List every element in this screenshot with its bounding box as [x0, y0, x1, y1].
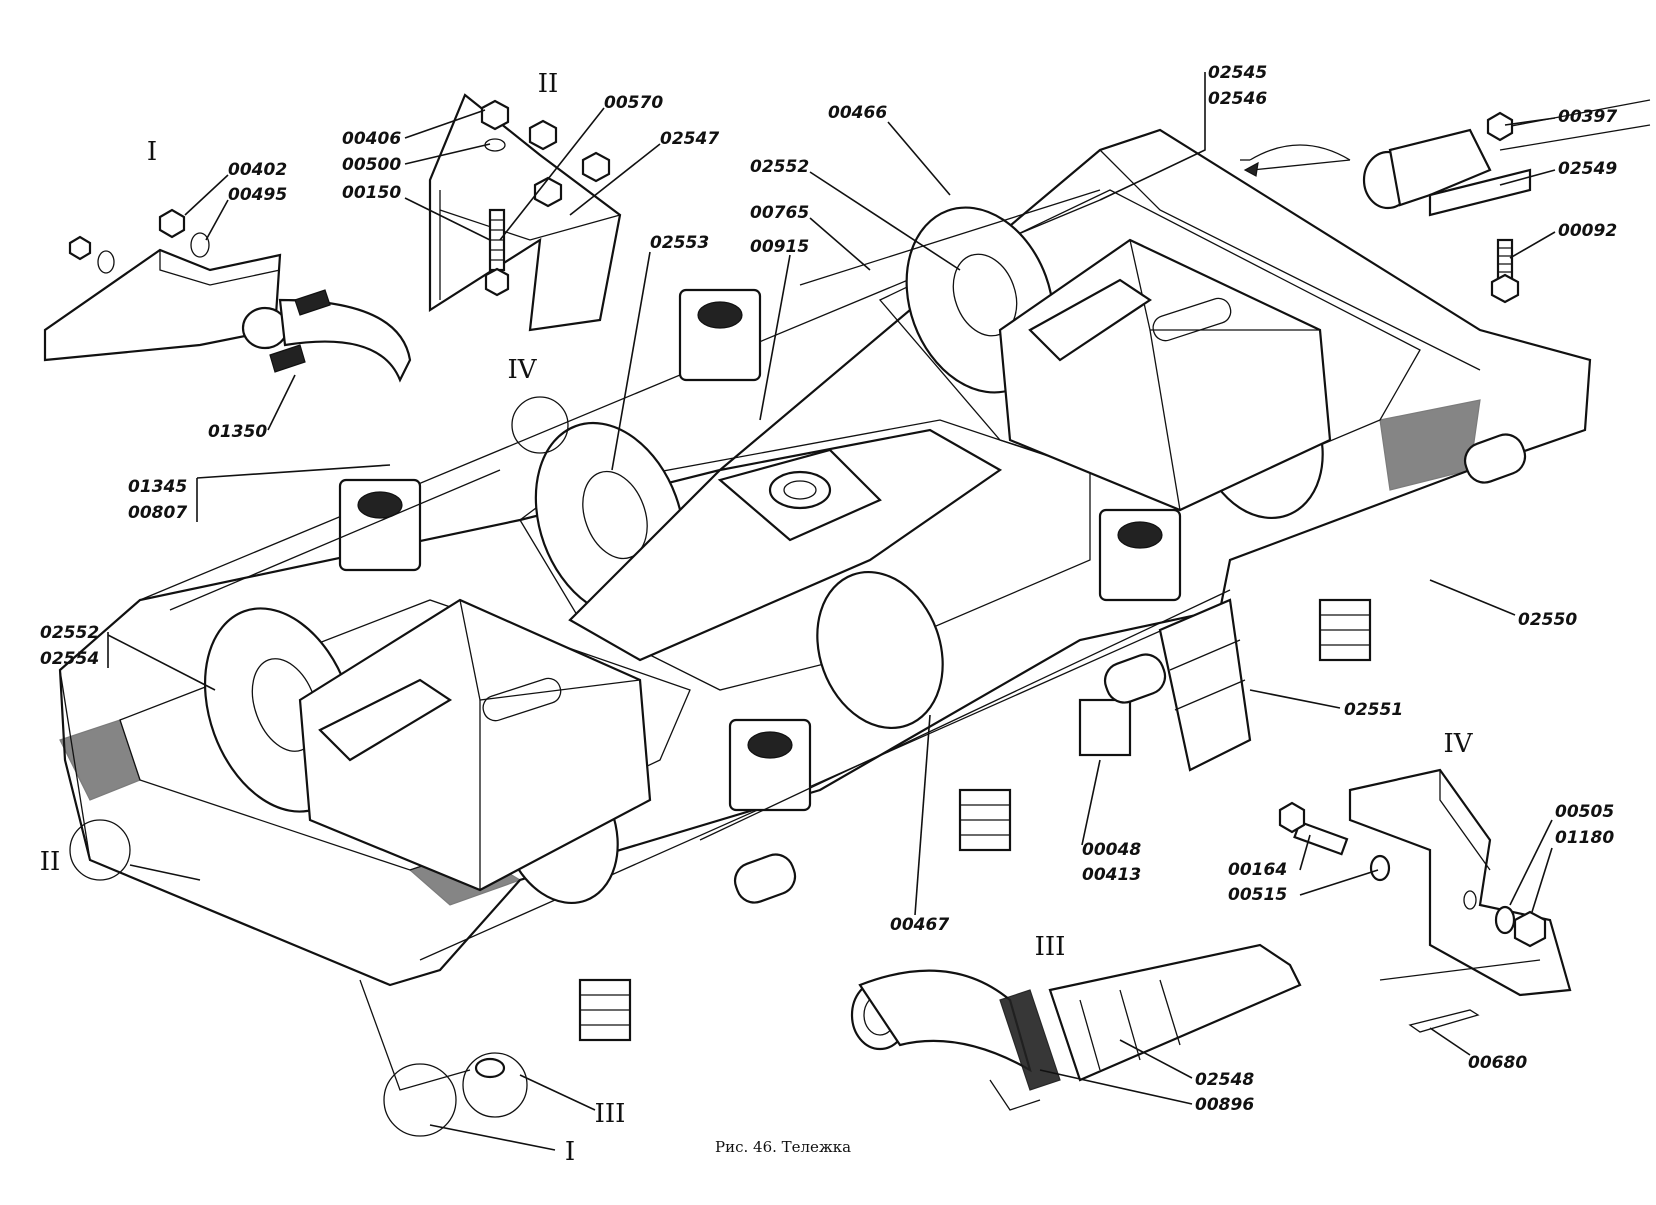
label-02547: 02547 — [660, 129, 719, 149]
callouts: 00402 00495 01350 00406 00500 00150 0057… — [40, 63, 1617, 1115]
view-label-III-lead: III — [595, 1099, 626, 1129]
label-01345: 01345 — [128, 477, 187, 497]
label-00500: 00500 — [342, 155, 401, 175]
detail-view-III — [850, 943, 1302, 1111]
view-label-IV-right: IV — [1443, 729, 1473, 759]
view-label-I-top: I — [147, 137, 157, 167]
pipes — [169, 189, 1231, 841]
label-00466: 00466 — [828, 103, 887, 123]
label-00048: 00048 — [1082, 840, 1141, 860]
label-02551: 02551 — [1344, 700, 1403, 720]
detail-view-I — [43, 208, 412, 383]
sander-box — [1158, 598, 1252, 772]
label-02546: 02546 — [1208, 89, 1267, 109]
label-01180: 01180 — [1555, 828, 1614, 848]
brake-cylinders — [733, 433, 1527, 904]
view-label-I-lead: I — [565, 1137, 575, 1167]
label-02548: 02548 — [1195, 1070, 1254, 1090]
label-00495: 00495 — [228, 185, 287, 205]
label-00413: 00413 — [1082, 865, 1141, 885]
traction-motor-rear — [998, 238, 1332, 512]
label-00406: 00406 — [342, 129, 401, 149]
label-00402: 00402 — [228, 160, 287, 180]
view-label-III-bottom: III — [1035, 932, 1066, 962]
label-00515: 00515 — [1228, 885, 1287, 905]
axlebox-springs — [578, 598, 1372, 1042]
bolster — [568, 428, 1003, 662]
traction-motor-front — [298, 598, 652, 892]
label-02552-left: 02552 — [40, 623, 99, 643]
label-00570: 00570 — [604, 93, 663, 113]
label-02545: 02545 — [1208, 63, 1267, 83]
label-00807: 00807 — [128, 503, 187, 523]
label-00896: 00896 — [1195, 1095, 1254, 1115]
leader-II — [129, 864, 201, 881]
label-00680: 00680 — [1468, 1053, 1527, 1073]
label-02553: 02553 — [650, 233, 709, 253]
label-00467: 00467 — [890, 915, 949, 935]
label-02550: 02550 — [1518, 610, 1577, 630]
detail-view-II — [428, 93, 622, 332]
figure-caption: Рис. 46. Тележка — [715, 1138, 851, 1156]
label-00164: 00164 — [1228, 860, 1287, 880]
leader-I — [429, 1124, 556, 1151]
label-01350: 01350 — [208, 422, 267, 442]
view-label-II-left: II — [40, 847, 61, 877]
view-label-IV-left: IV — [507, 355, 537, 385]
label-02552-top: 02552 — [750, 157, 809, 177]
detail-view-IV — [1278, 768, 1572, 1033]
label-00150: 00150 — [342, 183, 401, 203]
label-00092: 00092 — [1558, 221, 1617, 241]
label-02554: 02554 — [40, 649, 99, 669]
label-00915: 00915 — [750, 237, 809, 257]
label-00397: 00397 — [1558, 107, 1617, 127]
label-00505: 00505 — [1555, 802, 1614, 822]
side-bearers — [338, 288, 1182, 812]
detail-view-clip — [1240, 99, 1651, 304]
speed-sensor-assembly — [69, 396, 569, 1137]
label-00765: 00765 — [750, 203, 809, 223]
leader-III — [519, 1074, 596, 1111]
label-02549: 02549 — [1558, 159, 1617, 179]
view-label-II-top: II — [538, 69, 559, 99]
